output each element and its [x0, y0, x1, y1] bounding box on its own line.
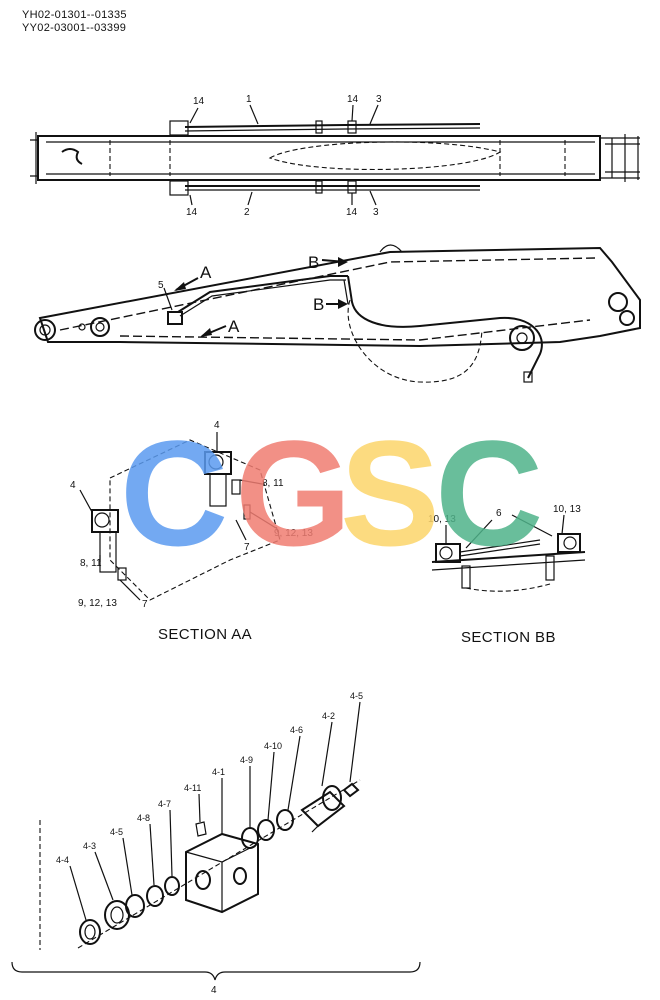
callout-bb-6: 6 — [496, 508, 502, 519]
callout-top-14b: 14 — [347, 94, 359, 105]
callout-ex-4-7: 4-7 — [158, 799, 171, 809]
callout-ex-4-8: 4-8 — [137, 813, 150, 823]
boom-side-view: A A B B 5 — [34, 244, 641, 383]
callout-ex-4-3: 4-3 — [83, 841, 96, 851]
section-aa-drawing: 4 4 8, 11 9, 12, 13 7 8, 11 9, 12, 13 7 — [70, 420, 313, 610]
section-arrow-b-top: B — [308, 253, 319, 272]
callout-top-3a: 3 — [376, 94, 382, 105]
watermark-letter-c2: C — [435, 409, 543, 577]
callout-top-3b: 3 — [373, 207, 379, 218]
callout-aa-9-12-13-left: 9, 12, 13 — [78, 598, 117, 609]
callout-ex-4-5b: 4-5 — [350, 691, 363, 701]
callout-ex-4-10: 4-10 — [264, 741, 282, 751]
callout-aa-4-left: 4 — [70, 480, 76, 491]
callout-ex-4-4: 4-4 — [56, 855, 69, 865]
section-arrow-b-bottom: B — [313, 295, 324, 314]
callout-aa-4-top: 4 — [214, 420, 220, 431]
watermark-letter-c1: C — [120, 409, 228, 577]
callout-ex-4-1: 4-1 — [212, 767, 225, 777]
boom-top-view: 14 1 14 3 14 2 14 3 — [30, 94, 640, 218]
watermark-letter-g: G — [235, 409, 352, 577]
callout-assembly-4: 4 — [211, 985, 217, 996]
callout-top-14a: 14 — [193, 96, 205, 107]
watermark-logo: C G S C — [120, 409, 543, 577]
watermark-letter-s: S — [340, 409, 440, 577]
callout-top-14c: 14 — [186, 207, 198, 218]
callout-aa-7-right: 7 — [244, 542, 250, 553]
callout-ex-4-6: 4-6 — [290, 725, 303, 735]
section-arrow-a-bottom: A — [228, 317, 240, 336]
callout-side-5: 5 — [158, 280, 164, 291]
callout-bb-10-13-right: 10, 13 — [553, 504, 581, 515]
callout-aa-7-left: 7 — [142, 599, 148, 610]
callout-top-14d: 14 — [346, 207, 358, 218]
section-aa-title: SECTION AA — [158, 626, 253, 643]
callout-aa-9-12-13-right: 9, 12, 13 — [274, 528, 313, 539]
callout-aa-8-11-right: 8, 11 — [262, 478, 284, 489]
callout-bb-10-13-left: 10, 13 — [428, 514, 456, 525]
callout-top-2: 2 — [244, 207, 250, 218]
callout-ex-4-9: 4-9 — [240, 755, 253, 765]
serial-range-2: YY02-03001--03399 — [22, 22, 127, 34]
section-bb-drawing: 10, 13 6 10, 13 — [428, 504, 586, 592]
callout-ex-4-2: 4-2 — [322, 711, 335, 721]
callout-top-1: 1 — [246, 94, 252, 105]
section-arrow-a-top: A — [200, 263, 212, 282]
serial-range-1: YH02-01301--01335 — [22, 9, 127, 21]
exploded-view-drawing: 4-4 4-3 4-5 4-8 4-7 4-11 4-1 4-9 4-10 4-… — [11, 691, 421, 996]
callout-ex-4-11: 4-11 — [184, 783, 201, 793]
callout-ex-4-5a: 4-5 — [110, 827, 123, 837]
callout-aa-8-11-left: 8, 11 — [80, 558, 102, 569]
section-bb-title: SECTION BB — [461, 629, 556, 646]
